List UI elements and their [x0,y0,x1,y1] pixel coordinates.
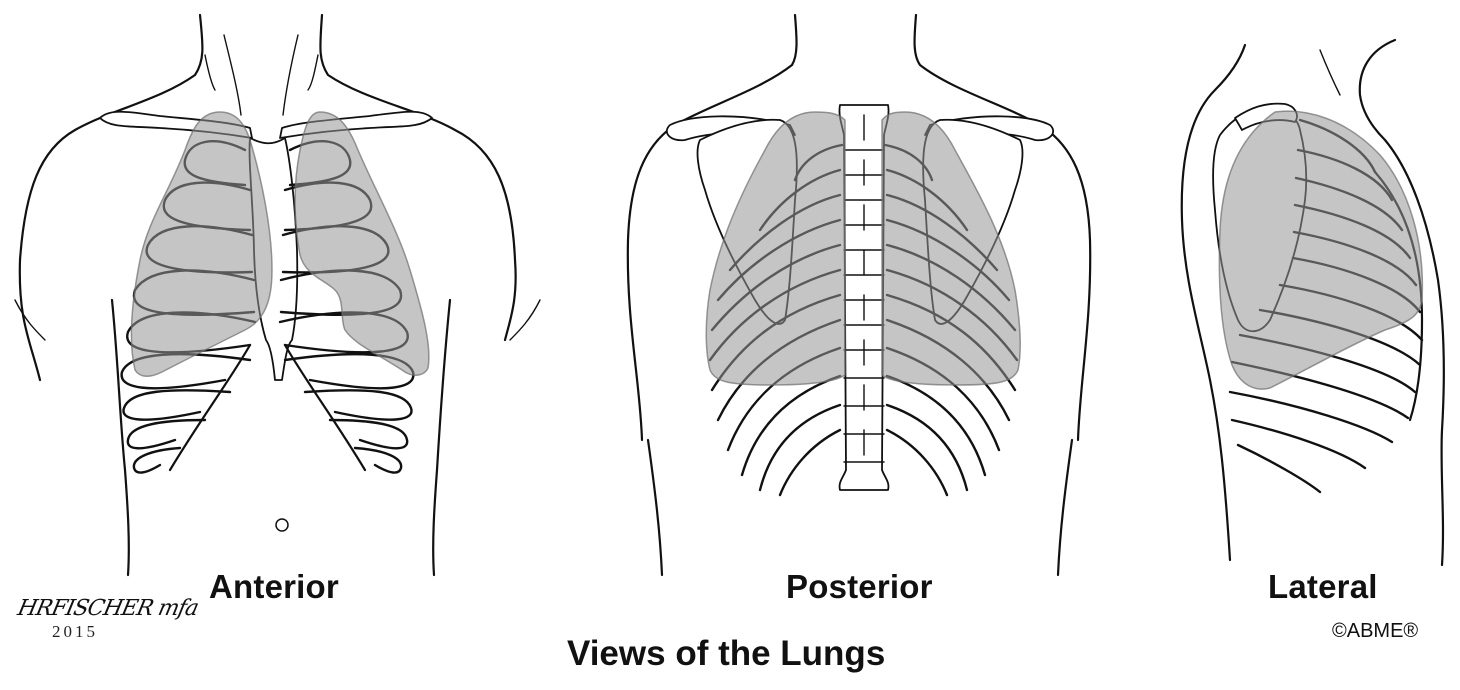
lateral-label: Lateral [1268,568,1378,605]
artist-signature: HRFISCHER mfa 2015 [15,596,208,646]
left-lung-posterior-shading [881,111,1021,386]
signature-year: 2015 [52,622,98,641]
copyright-notice: ©ABME® [1332,620,1419,642]
spine [838,104,890,491]
figure-title: Views of the Lungs [567,634,886,673]
posterior-label: Posterior [786,568,933,605]
signature-name: HRFISCHER mfa [15,596,201,621]
posterior-view-illustration [626,13,1092,577]
lateral-view-illustration [1180,38,1446,567]
anterior-view-illustration [14,13,541,577]
navel [275,518,289,532]
right-lung-shading [130,111,273,377]
right-lung-posterior-shading [705,111,846,386]
lung-lateral-shading [1218,110,1424,390]
anterior-label: Anterior [209,568,339,605]
left-lung-shading [294,111,430,376]
